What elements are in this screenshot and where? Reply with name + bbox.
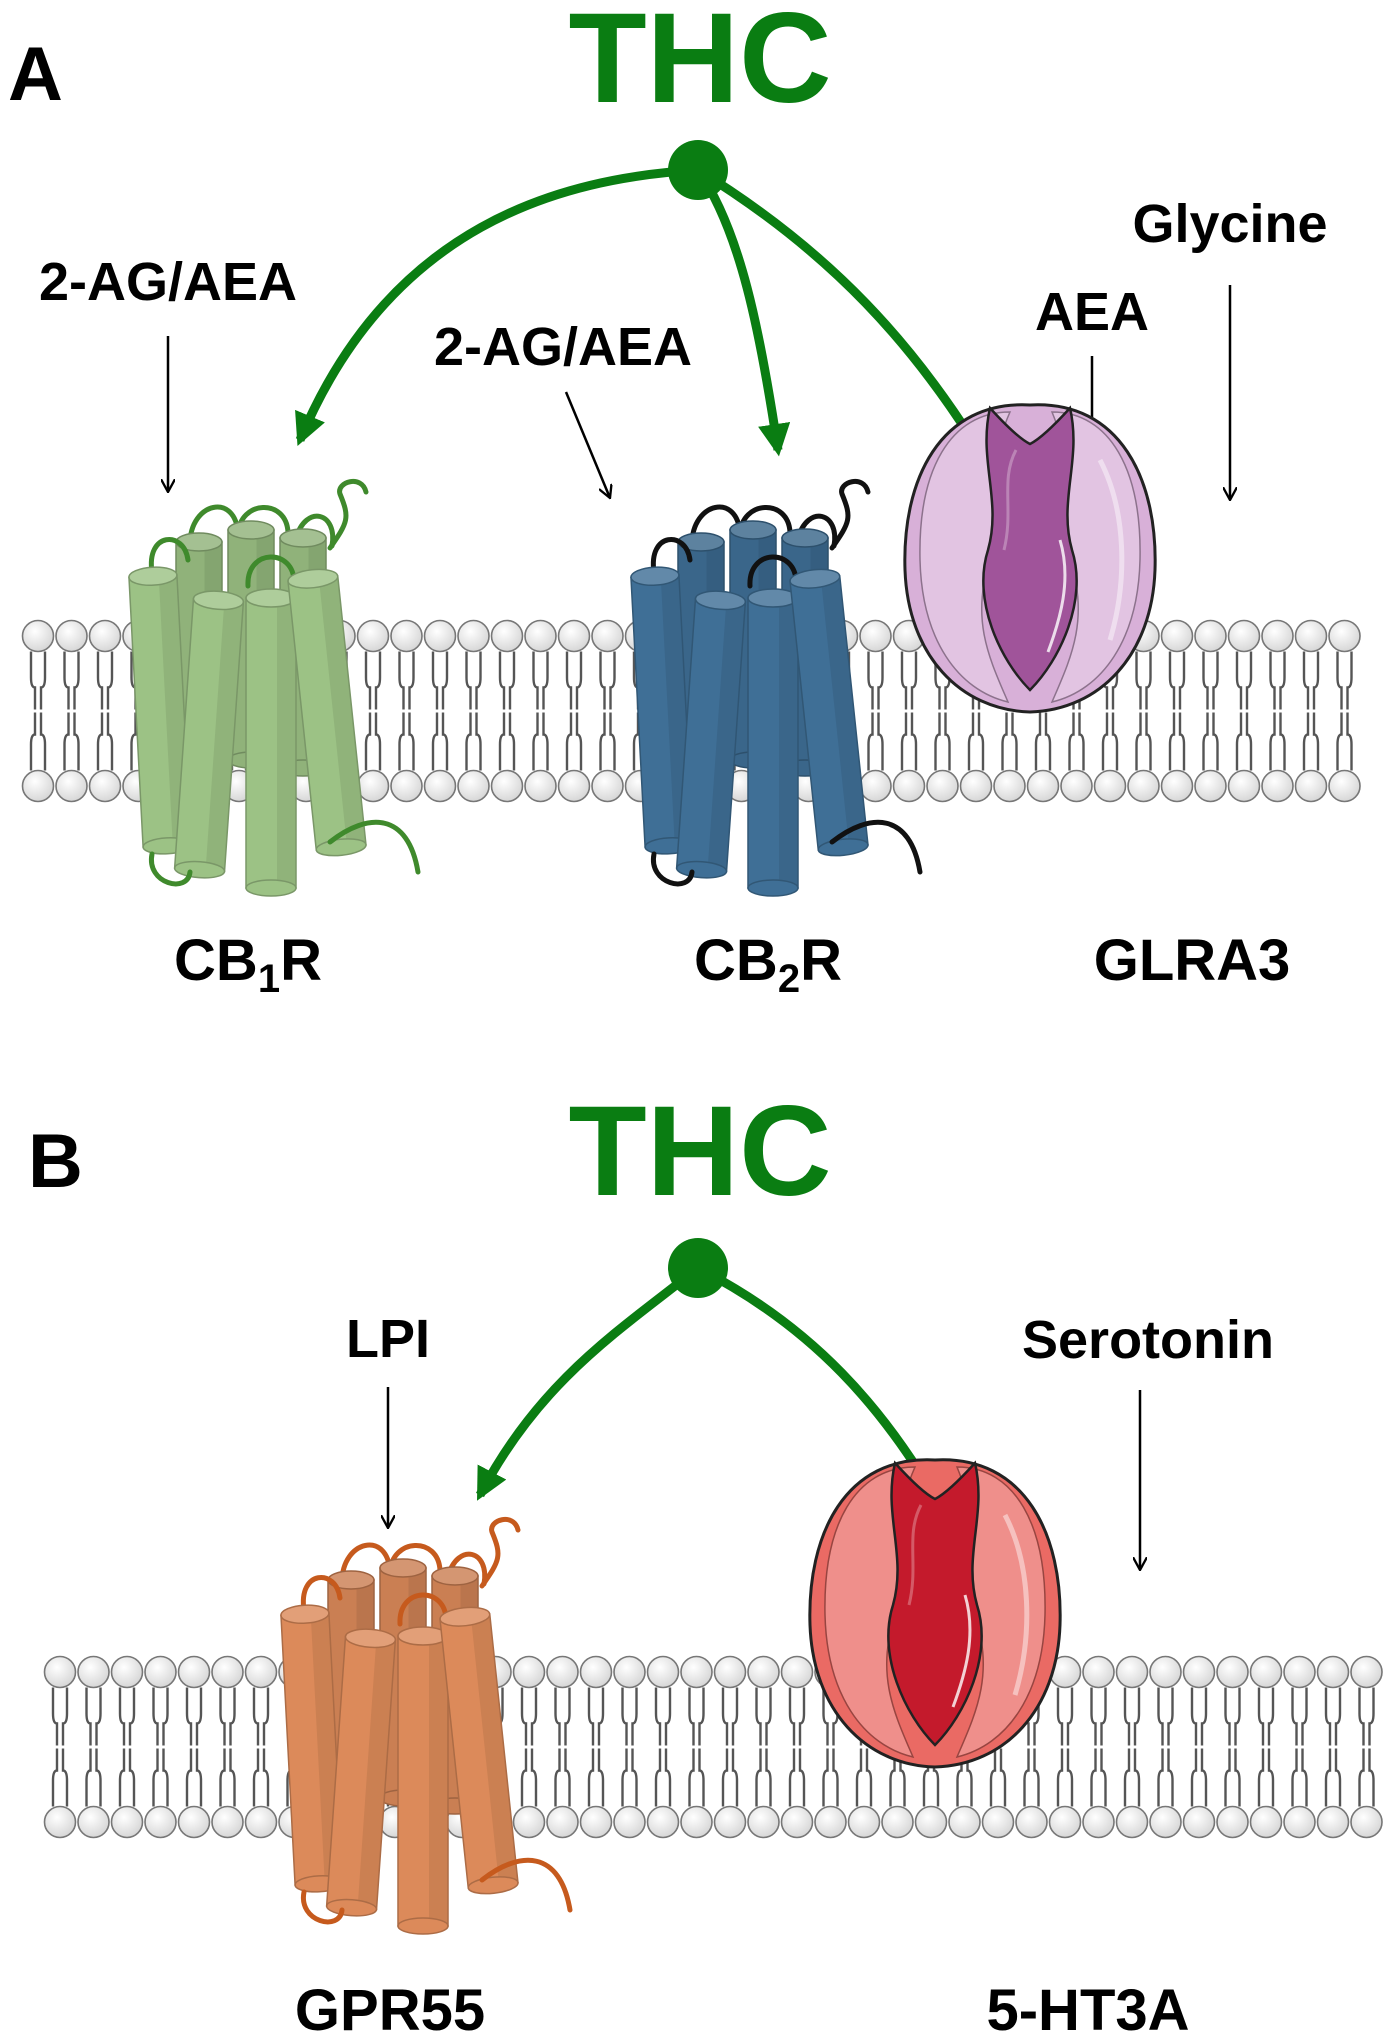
glra3-agonist-label-aea: AEA [1035,282,1149,342]
thc-node-b [668,1238,728,1298]
cb2-agonist-arrow [564,391,610,498]
lipid-tails [51,1687,1375,1807]
membrane-bilayer-b [43,1655,1383,1839]
panel-a: A THC 2-AG/AEA 2-AG/AEA AEA Glycine [8,0,1361,1001]
panel-a-thc-title: THC [568,0,831,130]
ion-channel-icon [808,1458,1062,1769]
gpcr-7tm-icon [630,479,923,897]
panel-b: B THC LPI Serotonin GPR55 5-HT3A [28,1080,1383,2040]
cb1-label: CB1R [174,928,322,1001]
cb1-agonist-label: 2-AG/AEA [39,252,297,312]
cb2-agonist-label: 2-AG/AEA [434,317,692,377]
gpcr-7tm-icon [280,1517,573,1935]
5ht3a-receptor [808,1458,1062,1769]
glra3-agonist-label-glycine: Glycine [1132,194,1327,254]
cb2-label: CB2R [694,928,842,1001]
ion-channel-icon [903,403,1157,714]
glra3-label: GLRA3 [1094,928,1291,993]
thc-arrow-gpr55 [476,1264,701,1501]
panel-a-letter: A [8,32,63,117]
gpr55-label: GPR55 [295,1978,485,2040]
panel-b-thc-title: THC [568,1080,831,1223]
gpr55-agonist-label: LPI [346,1309,430,1369]
gpr55-receptor [280,1517,573,1935]
glra3-receptor [903,403,1157,714]
5ht3a-label: 5-HT3A [986,1978,1189,2040]
cb1-receptor [128,479,421,897]
panel-b-letter: B [28,1119,83,1204]
gpcr-7tm-icon [128,479,421,897]
thc-arrow-cb1 [295,165,699,446]
lipid-heads [43,1655,1383,1839]
thc-node-a [668,140,728,200]
5ht3a-agonist-label: Serotonin [1022,1310,1274,1370]
cb2-receptor [630,479,923,897]
